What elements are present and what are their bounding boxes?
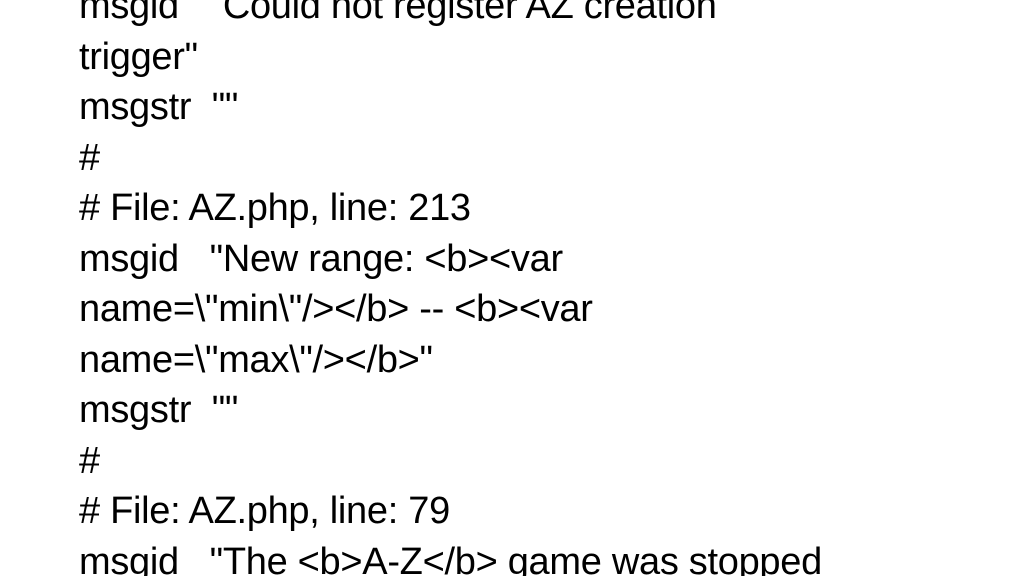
text-line: #	[79, 439, 100, 482]
po-file-text: msgid "Could not register AZ creation tr…	[79, 0, 979, 576]
text-line: msgstr ""	[79, 389, 239, 431]
text-line: msgid "Could not register AZ creation	[79, 0, 717, 27]
text-line: trigger"	[79, 35, 198, 78]
text-line: msgid "New range: <b><var	[79, 237, 563, 280]
text-line: #	[79, 136, 100, 179]
text-line: # File: AZ.php, line: 79	[79, 490, 450, 532]
text-line: # File: AZ.php, line: 213	[79, 187, 471, 229]
text-line: name=\"min\"/></b> -- <b><var	[79, 288, 593, 330]
text-line: msgid "The <b>A-Z</b> game was stopped	[79, 540, 822, 576]
text-line: name=\"max\"/></b>"	[79, 338, 433, 381]
text-line: msgstr ""	[79, 86, 239, 128]
